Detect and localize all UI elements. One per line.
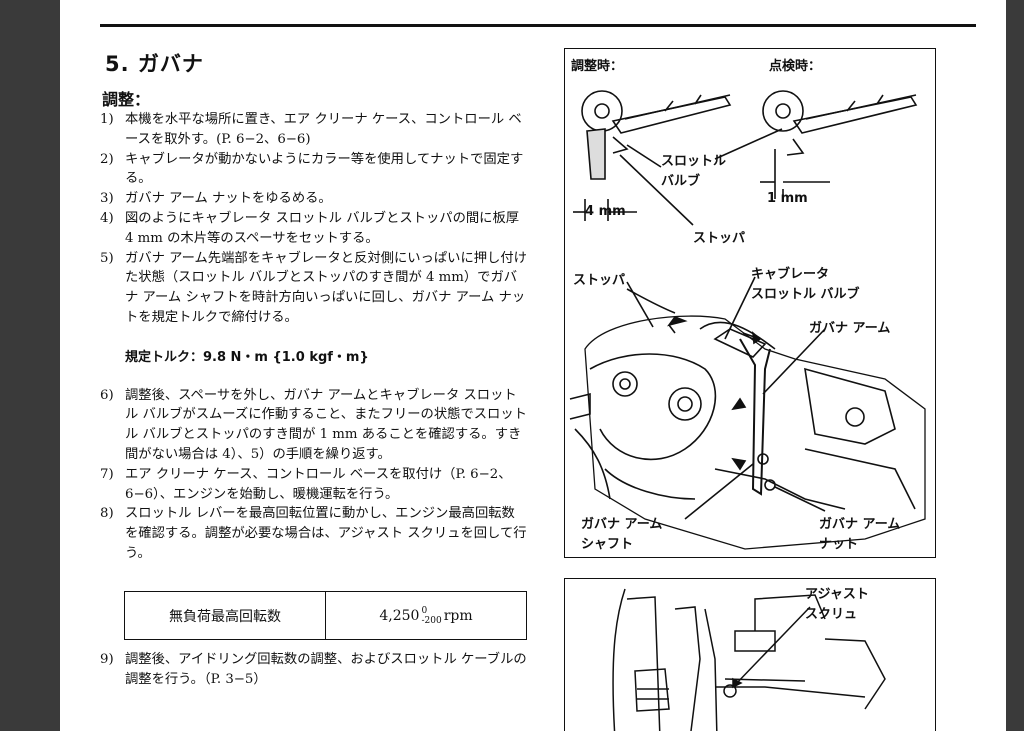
rpm-unit: rpm (443, 607, 473, 624)
table-label-cell: 無負荷最高回転数 (125, 592, 326, 639)
adjust-screw-diagram (612, 588, 886, 731)
step-number: 9) (100, 652, 114, 667)
tolerance-upper: 0 (421, 605, 428, 616)
step-number: 5) (100, 250, 114, 266)
adjust-screw-label-1: アジャスト (805, 587, 869, 602)
step-number: 2) (100, 151, 114, 167)
step-number: 8) (100, 506, 114, 522)
step-text: 調整後、アイドリング回転数の調整、およびスロットル ケーブルの調整を行う。（P.… (125, 652, 527, 687)
step-text: 本機を水平な場所に置き、エア クリーナ ケース、コントロール ベースを取外す。(… (125, 112, 522, 147)
step-text: ガバナ アーム先端部をキャブレータと反対側にいっぱいに押し付けた状態（スロットル… (125, 250, 527, 325)
top-rule (100, 24, 976, 27)
carb-throttle-label-2: スロットル バルブ (751, 287, 860, 302)
step-9: 9) 調整後、アイドリング回転数の調整、およびスロットル ケーブルの調整を行う。（… (100, 650, 528, 690)
governor-arm-shaft-label-2: シャフト (581, 537, 634, 552)
governor-arm-label: ガバナ アーム (809, 321, 891, 336)
manual-page: 5. ガバナ 調整： 1) 本機を水平な場所に置き、エア クリーナ ケース、コント… (60, 0, 1006, 731)
carb-throttle-label-1: キャブレータ (751, 267, 830, 282)
section-title: 5. ガバナ (105, 52, 204, 76)
step-text: スロットル レバーを最高回転位置に動かし、エンジン最高回転数を確認する。調整が必… (125, 506, 527, 561)
throttle-valve-label-1: スロットル (661, 154, 727, 169)
dimension-4mm: 4 mm (585, 204, 626, 219)
governor-arm-shaft-label-1: ガバナ アーム (581, 517, 663, 532)
procedure-steps: 1) 本機を水平な場所に置き、エア クリーナ ケース、コントロール ベースを取外す… (100, 110, 528, 564)
stopper-label-mid: ストッパ (573, 273, 626, 288)
step-number: 4) (100, 210, 114, 226)
max-rpm-table: 無負荷最高回転数 4,250 0 -200 rpm (124, 591, 527, 640)
step-1: 1) 本機を水平な場所に置き、エア クリーナ ケース、コントロール ベースを取外す… (100, 110, 528, 150)
throttle-valve-label-2: バルブ (661, 174, 701, 189)
step-number: 6) (100, 387, 114, 403)
step-text: エア クリーナ ケース、コントロール ベースを取付け（P. 6−2、6−6）、エ… (125, 466, 512, 502)
rpm-tolerance: 0 -200 (421, 606, 441, 626)
step-number: 1) (100, 112, 114, 127)
table-value-cell: 4,250 0 -200 rpm (326, 592, 526, 639)
tolerance-lower: -200 (421, 615, 442, 626)
step-number: 3) (100, 191, 114, 207)
governor-arm-nut-label-2: ナット (819, 537, 859, 552)
step-text: 図のようにキャブレータ スロットル バルブとストッパの間に板厚 4 mm の木片… (125, 210, 520, 246)
step-5: 5) ガバナ アーム先端部をキャブレータと反対側にいっぱいに押し付けた状態（スロッ… (100, 249, 528, 328)
step-7: 7) エア クリーナ ケース、コントロール ベースを取付け（P. 6−2、6−6）… (100, 465, 528, 505)
adjust-screw-figure: アジャスト スクリュ (564, 578, 936, 731)
inspect-time-label: 点検時： (769, 59, 822, 74)
governor-diagram (569, 90, 926, 550)
subheading: 調整： (102, 90, 151, 109)
step-text: ガバナ アーム ナットをゆるめる。 (125, 191, 332, 207)
dimension-1mm: 1 mm (767, 191, 808, 206)
step-2: 2) キャブレータが動かないようにカラー等を使用してナットで固定する。 (100, 150, 528, 190)
step-6: 6) 調整後、スペーサを外し、ガバナ アームとキャブレータ スロットル バルブがス… (100, 386, 528, 465)
step-9-row: 9) 調整後、アイドリング回転数の調整、およびスロットル ケーブルの調整を行う。（… (100, 650, 528, 690)
step-8: 8) スロットル レバーを最高回転位置に動かし、エンジン最高回転数を確認する。調整… (100, 504, 528, 563)
step-number: 7) (100, 466, 114, 482)
step-4: 4) 図のようにキャブレータ スロットル バルブとストッパの間に板厚 4 mm の… (100, 209, 528, 249)
adjust-screw-label-2: スクリュ (805, 607, 858, 622)
governor-arm-nut-label-1: ガバナ アーム (819, 517, 901, 532)
adjust-time-label: 調整時： (571, 59, 624, 74)
step-3: 3) ガバナ アーム ナットをゆるめる。 (100, 189, 528, 209)
rpm-value: 4,250 (379, 607, 420, 624)
stopper-label-top: ストッパ (693, 231, 746, 246)
step-text: 調整後、スペーサを外し、ガバナ アームとキャブレータ スロットル バルブがスムー… (125, 387, 527, 462)
governor-adjustment-figure: 調整時： 点検時： スロットル バルブ 4 mm 1 mm ストッパ ストッパ … (564, 48, 936, 558)
torque-spec: 規定トルク：9.8 N・m {1.0 kgf・m} (125, 349, 369, 365)
step-text: キャブレータが動かないようにカラー等を使用してナットで固定する。 (125, 151, 524, 187)
